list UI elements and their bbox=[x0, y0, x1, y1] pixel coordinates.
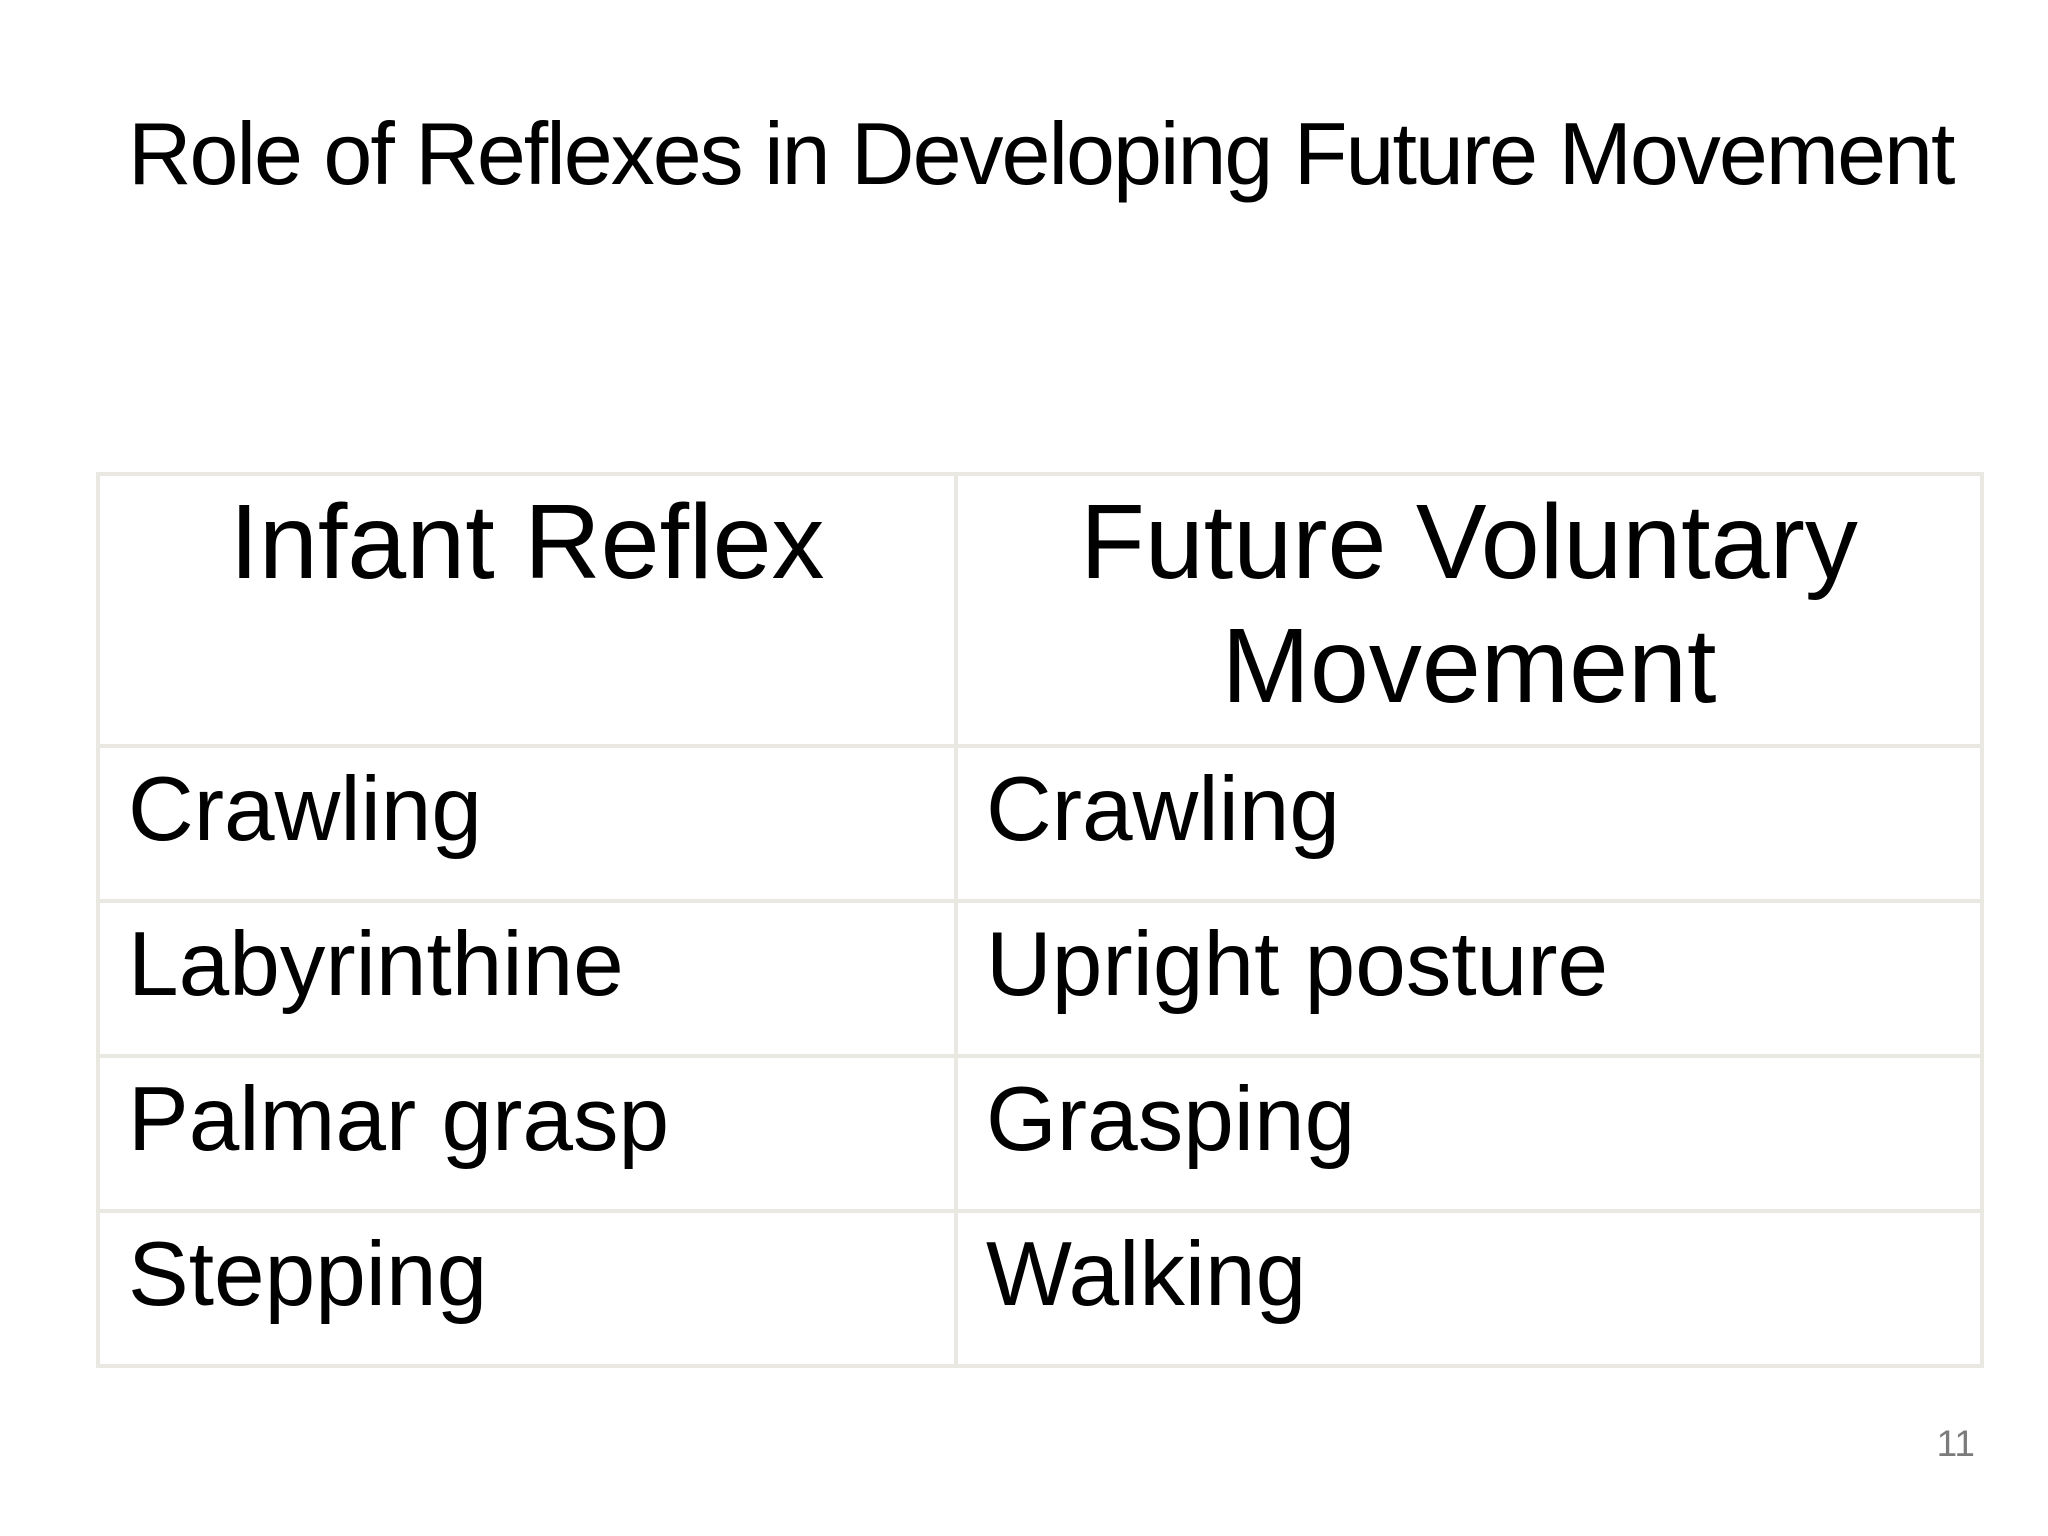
table-cell-reflex: Stepping bbox=[96, 1209, 958, 1368]
reflex-table: Infant Reflex Future Voluntary Movement … bbox=[96, 472, 1984, 1368]
table-row: Palmar grasp Grasping bbox=[96, 1054, 1984, 1213]
slide-title: Role of Reflexes in Developing Future Mo… bbox=[128, 104, 1955, 203]
table-cell-movement: Grasping bbox=[954, 1054, 1984, 1213]
table-header-row: Infant Reflex Future Voluntary Movement bbox=[96, 472, 1984, 748]
table-row: Crawling Crawling bbox=[96, 744, 1984, 903]
column-header-infant-reflex: Infant Reflex bbox=[96, 472, 958, 748]
table-cell-reflex: Crawling bbox=[96, 744, 958, 903]
table-row: Stepping Walking bbox=[96, 1209, 1984, 1368]
column-header-future-voluntary-movement: Future Voluntary Movement bbox=[954, 472, 1984, 748]
table-cell-movement: Crawling bbox=[954, 744, 1984, 903]
page-number: 11 bbox=[1936, 1423, 1975, 1464]
table-cell-movement: Walking bbox=[954, 1209, 1984, 1368]
table-cell-movement: Upright posture bbox=[954, 899, 1984, 1058]
table-cell-reflex: Palmar grasp bbox=[96, 1054, 958, 1213]
table-row: Labyrinthine Upright posture bbox=[96, 899, 1984, 1058]
table-cell-reflex: Labyrinthine bbox=[96, 899, 958, 1058]
